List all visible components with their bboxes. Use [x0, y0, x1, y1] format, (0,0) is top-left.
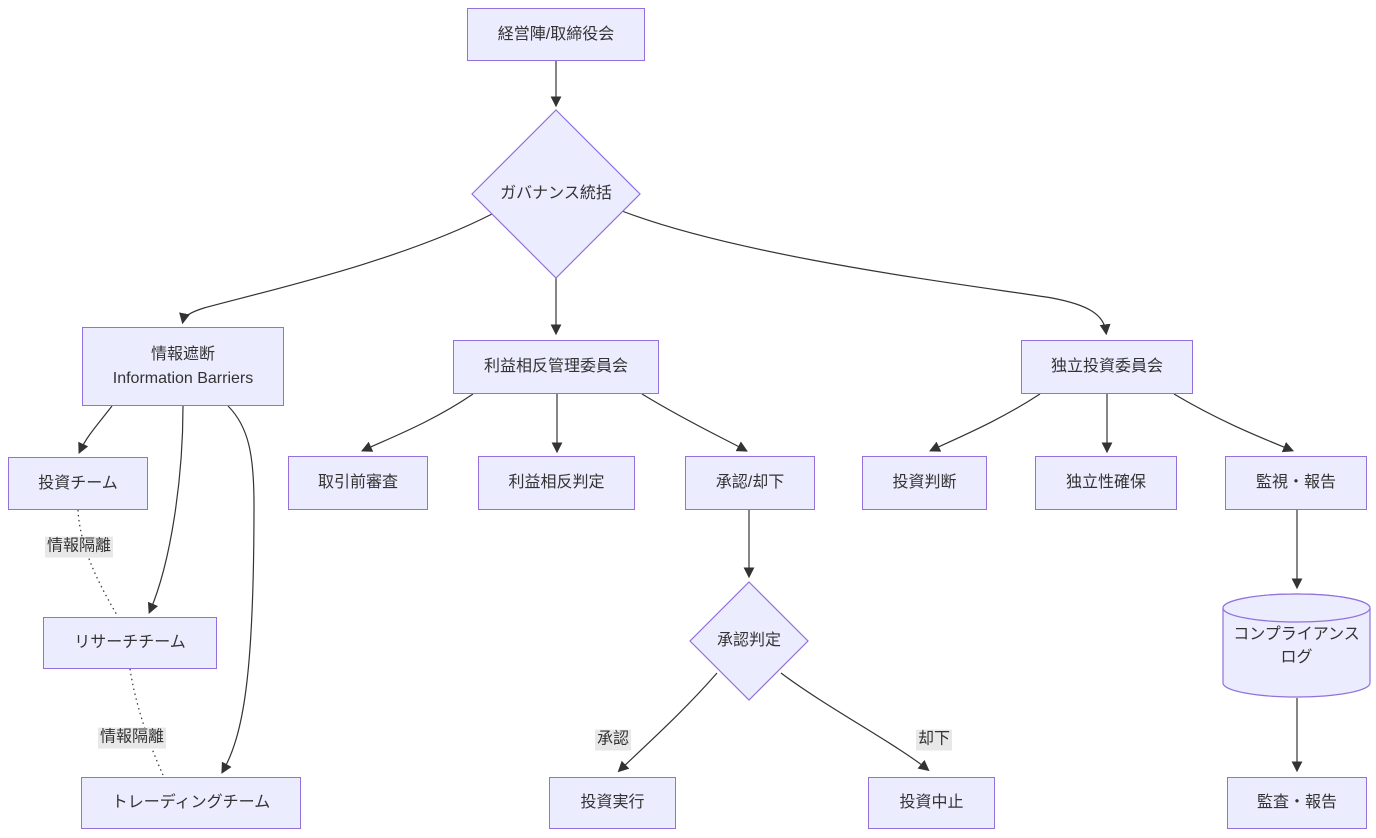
- edge-label-approve: 承認: [594, 729, 632, 751]
- edge-label-isolation-1: 情報隔離: [44, 536, 114, 558]
- node-indep-committee: 独立投資委員会: [1021, 340, 1193, 394]
- edge-label-reject: 却下: [915, 729, 953, 751]
- edge-governance-to-info-barrier: [179, 213, 493, 325]
- node-trading-team-label: トレーディングチーム: [111, 794, 271, 812]
- edge-approval-decision-to-invest-execute: [617, 672, 718, 773]
- edge-coi-committee-to-pre-trade-review: [361, 393, 474, 452]
- compliance-log-cylinder-top: [1222, 593, 1371, 623]
- edge-indep-committee-to-monitoring: [1173, 393, 1295, 453]
- node-research-team: リサーチチーム: [43, 617, 217, 669]
- node-research-team-label: リサーチチーム: [74, 634, 186, 652]
- node-monitoring: 監視・報告: [1225, 456, 1367, 510]
- node-pre-trade-review-label: 取引前審査: [317, 474, 398, 492]
- node-invest-team: 投資チーム: [8, 457, 148, 510]
- node-audit: 監査・報告: [1227, 777, 1367, 829]
- edge-coi-committee-to-approve-reject: [641, 393, 748, 452]
- node-monitoring-label: 監視・報告: [1255, 474, 1336, 492]
- node-coi-judgement: 利益相反判定: [478, 456, 635, 510]
- edge-governance-to-indep-committee: [621, 210, 1111, 336]
- node-invest-team-label: 投資チーム: [38, 474, 118, 492]
- approval-decision-diamond-shape: [689, 581, 809, 701]
- node-approve-reject-label: 承認/却下: [715, 474, 785, 492]
- node-coi-judgement-label: 利益相反判定: [508, 474, 605, 492]
- node-independence: 独立性確保: [1035, 456, 1177, 510]
- node-invest-execute-label: 投資実行: [580, 794, 645, 812]
- edge-invest-team-to-research-team: [77, 509, 118, 616]
- node-independence-label: 独立性確保: [1065, 474, 1146, 492]
- edge-approval-decision-to-invest-stop: [780, 672, 930, 772]
- node-invest-decision: 投資判断: [862, 456, 987, 510]
- node-info-barrier: 情報遮断 Information Barriers: [82, 327, 284, 406]
- edge-info-barrier-to-research-team: [147, 405, 184, 615]
- node-trading-team: トレーディングチーム: [81, 777, 301, 829]
- node-coi-committee: 利益相反管理委員会: [453, 340, 659, 394]
- node-info-barrier-label-line2: Information Barriers: [112, 369, 254, 387]
- node-indep-committee-label: 独立投資委員会: [1050, 358, 1163, 376]
- edge-info-barrier-to-invest-team: [78, 405, 113, 454]
- governance-diamond-shape: [471, 109, 641, 279]
- node-audit-label: 監査・報告: [1256, 794, 1337, 812]
- node-invest-stop: 投資中止: [868, 777, 995, 829]
- edge-indep-committee-to-invest-decision: [929, 393, 1041, 452]
- node-approve-reject: 承認/却下: [685, 456, 815, 510]
- node-invest-stop-label: 投資中止: [899, 794, 964, 812]
- node-info-barrier-label-line1: 情報遮断: [150, 346, 215, 364]
- edge-info-barrier-to-trading-team: [221, 405, 255, 774]
- node-board-label: 経営陣/取締役会: [497, 25, 615, 43]
- edge-label-isolation-2: 情報隔離: [97, 727, 167, 749]
- node-coi-committee-label: 利益相反管理委員会: [483, 358, 628, 376]
- node-invest-decision-label: 投資判断: [892, 474, 957, 492]
- node-invest-execute: 投資実行: [549, 777, 676, 829]
- node-board: 経営陣/取締役会: [467, 8, 645, 61]
- node-pre-trade-review: 取引前審査: [288, 456, 428, 510]
- edge-research-team-to-trading-team: [129, 668, 164, 776]
